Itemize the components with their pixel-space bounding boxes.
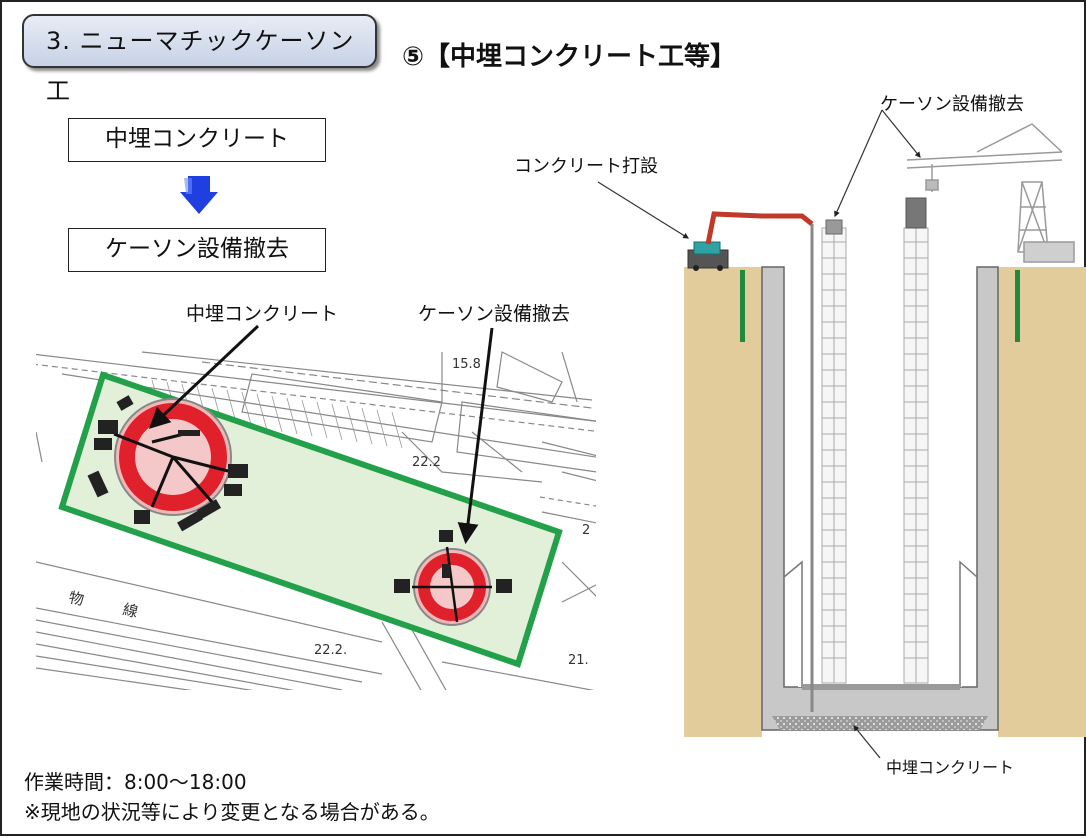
- large-caisson: [87, 395, 248, 532]
- leader-fill-concrete: [853, 725, 881, 759]
- map-elev-22-2-lower: 22.2.: [314, 643, 347, 658]
- fill-concrete-layer: [772, 716, 988, 730]
- leader-concrete-pour: [597, 181, 690, 239]
- map-elev-21: 21.: [568, 653, 589, 668]
- leader-removal-2: [881, 109, 921, 158]
- plan-label-fill-concrete: 中埋コンクリート: [186, 303, 339, 325]
- map-char-mono: 物: [67, 588, 85, 609]
- section-title-tab: 3. ニューマチックケーソン工: [22, 14, 377, 105]
- work-hours: 作業時間：8:00～18:00: [24, 770, 247, 794]
- flow-down-arrow-icon: [180, 176, 218, 214]
- shaft-left: [821, 227, 847, 684]
- shaft-right: [903, 227, 929, 684]
- map-elev-22-2-upper: 22.2: [412, 455, 441, 470]
- plan-view: 15.8 22.2 22.2. 21. 2 物 線: [36, 342, 596, 690]
- leader-removal-1: [834, 109, 883, 218]
- section-label-fill-concrete: 中埋コンクリート: [886, 758, 1015, 777]
- flow-step-equipment-removal: ケーソン設備撤去: [68, 228, 326, 272]
- page-title: ⑤【中埋コンクリート工等】: [402, 42, 737, 72]
- map-elev-2: 2: [582, 523, 590, 538]
- section-label-equipment-removal: ケーソン設備撤去: [880, 94, 1024, 115]
- section-label-concrete-pour: コンクリート打設: [514, 156, 658, 177]
- section-view: [597, 109, 1086, 759]
- map-char-sen: 線: [121, 600, 139, 621]
- flow-step-fill-concrete: 中埋コンクリート: [68, 118, 326, 162]
- plan-arrow-fill-concrete: [148, 324, 260, 429]
- crane: [906, 123, 1075, 263]
- small-caisson: [394, 530, 512, 626]
- map-elev-15-8: 15.8: [452, 357, 481, 372]
- plan-label-equipment-removal: ケーソン設備撤去: [418, 303, 571, 325]
- concrete-pump-truck: [687, 211, 814, 712]
- section-title: 3. ニューマチックケーソン工: [46, 27, 355, 105]
- footer-note: ※現地の状況等により変更となる場合がある。: [24, 800, 440, 824]
- plan-arrow-equipment-removal: [457, 327, 494, 545]
